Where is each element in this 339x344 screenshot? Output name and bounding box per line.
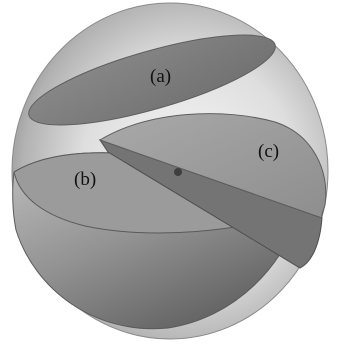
disc-c-edge — [98, 139, 323, 269]
disc-c-top — [98, 113, 327, 219]
disc-a — [28, 34, 276, 126]
center-point — [174, 168, 182, 176]
label-a: (a) — [150, 66, 171, 87]
label-c: (c) — [258, 141, 279, 162]
label-b: (b) — [74, 169, 96, 190]
